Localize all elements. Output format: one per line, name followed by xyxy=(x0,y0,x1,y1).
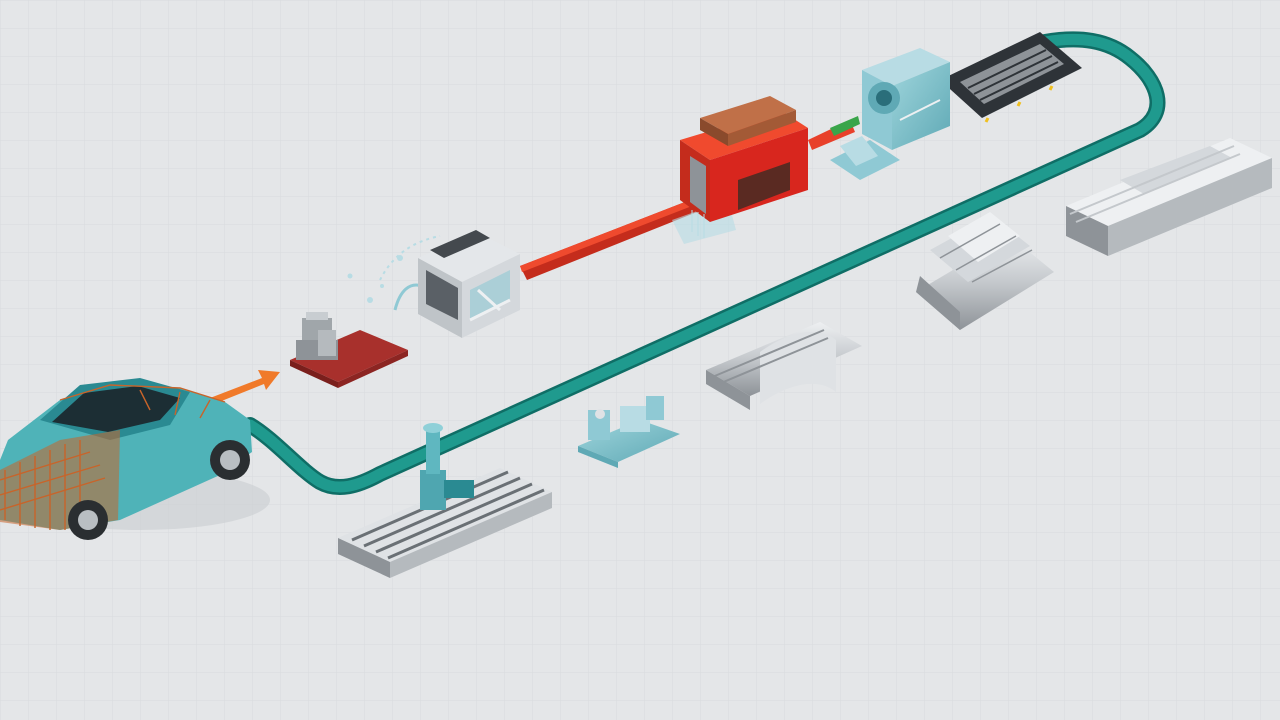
recycle-conveyor-belt xyxy=(242,31,1166,496)
rolling-mill-icon xyxy=(830,32,1082,180)
flow-arrow-icon xyxy=(210,370,280,404)
scrap-car-icon xyxy=(0,378,270,540)
process-conveyor-belt xyxy=(520,116,860,280)
sorting-machine-icon xyxy=(379,230,520,338)
bent-profile-icon xyxy=(916,212,1054,330)
cast-parts-icon xyxy=(578,396,680,468)
aluminum-profile-icon xyxy=(1066,138,1272,256)
channel-profile-icon xyxy=(706,322,862,410)
furnace-icon xyxy=(672,96,808,244)
shredded-parts-icon xyxy=(290,255,408,388)
cnc-machine-icon xyxy=(338,423,552,578)
